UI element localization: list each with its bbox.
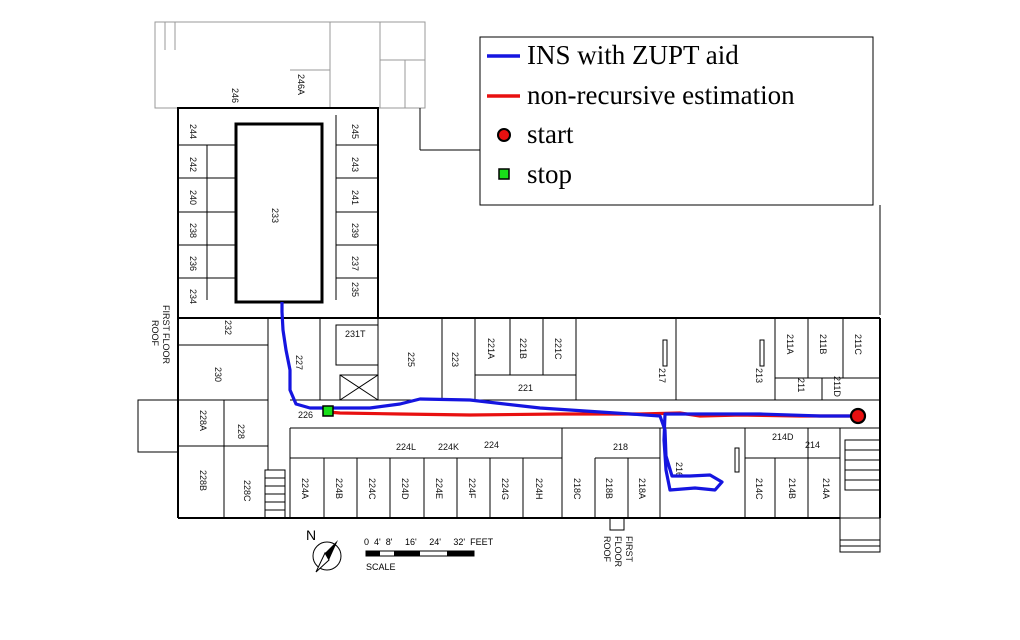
room-218c: 218C — [572, 478, 582, 500]
roof-bottom-line2: FLOOR — [613, 536, 623, 568]
room-224a: 224A — [300, 478, 310, 499]
scale-label: SCALE — [366, 562, 396, 572]
room-224l: 224L — [396, 442, 416, 452]
compass-circle — [312, 541, 342, 571]
room-224k: 224K — [438, 442, 459, 452]
legend-label-ins: INS with ZUPT aid — [527, 40, 739, 70]
legend-start-icon — [497, 128, 511, 142]
legend: INS with ZUPT aid non-recursive estimati… — [479, 36, 874, 206]
room-211b: 211B — [818, 334, 828, 354]
room-224b: 224B — [334, 478, 344, 499]
room-227: 227 — [294, 355, 304, 370]
roof-left-line2: FLOOR — [161, 333, 171, 365]
start-marker — [849, 407, 867, 425]
room-228c: 228C — [242, 480, 252, 502]
ins-zupt-trajectory — [280, 302, 858, 492]
compass-tail-icon — [315, 551, 330, 573]
room-238: 238 — [188, 223, 198, 238]
room-223: 223 — [450, 352, 460, 367]
room-228b: 228B — [198, 470, 208, 491]
room-228: 228 — [236, 424, 246, 439]
room-231t: 231T — [345, 329, 366, 339]
legend-box — [479, 36, 874, 206]
room-225: 225 — [406, 352, 416, 367]
scale-seg-1 — [366, 551, 380, 556]
room-218a: 218A — [637, 478, 647, 499]
west-wing-walls — [137, 318, 269, 519]
scale-bar: 0 4' 8' 16' 24' 32' FEET SCALE — [364, 537, 494, 572]
room-224c: 224C — [367, 478, 377, 500]
room-214c: 214C — [754, 478, 764, 500]
room-224d: 224D — [400, 478, 410, 500]
room-232: 232 — [223, 320, 233, 335]
first-floor-roof-bottom: FIRST FLOOR ROOF — [602, 536, 634, 568]
room-226: 226 — [298, 410, 313, 420]
room-239: 239 — [350, 223, 360, 238]
roof-left-line1: FIRST — [161, 305, 171, 332]
room-224f: 224F — [467, 478, 477, 499]
room-237: 237 — [350, 256, 360, 271]
legend-label-nonrecursive: non-recursive estimation — [527, 80, 795, 110]
roof-left-line3: ROOF — [150, 320, 160, 347]
room-221a: 221A — [486, 338, 496, 359]
room-214b: 214B — [787, 478, 797, 499]
stairs-and-exits — [264, 439, 881, 553]
room-224g: 224G — [500, 478, 510, 500]
room-235: 235 — [350, 282, 360, 297]
stop-marker — [322, 405, 334, 417]
room-221c: 221C — [553, 338, 563, 360]
room-241: 241 — [350, 190, 360, 205]
room-224: 224 — [484, 440, 499, 450]
room-236: 236 — [188, 256, 198, 271]
room-221b: 221B — [518, 338, 528, 359]
room-228a: 228A — [198, 410, 208, 431]
room-218b: 218B — [604, 478, 614, 499]
scale-seg-3 — [447, 551, 474, 556]
room-211c: 211C — [853, 334, 863, 355]
room-230: 230 — [213, 367, 223, 382]
room-214: 214 — [805, 440, 820, 450]
room-246a: 246A — [296, 74, 306, 95]
scale-ticks: 0 4' 8' 16' 24' 32' FEET — [364, 537, 494, 547]
legend-stop-icon — [498, 168, 510, 180]
compass-needle-icon — [325, 540, 338, 560]
room-221: 221 — [518, 383, 533, 393]
room-211a: 211A — [785, 334, 795, 354]
scale-seg-2 — [394, 551, 420, 556]
room-214a: 214A — [821, 478, 831, 499]
north-wing-walls — [177, 107, 379, 319]
room-214d: 214D — [772, 432, 794, 442]
roof-bottom-line1: FIRST — [624, 536, 634, 563]
north-arrow: N — [306, 527, 342, 573]
first-floor-roof-left: FIRST FLOOR ROOF — [150, 305, 171, 365]
legend-label-stop: stop — [527, 159, 572, 189]
room-217: 217 — [657, 368, 667, 383]
lower-room-partitions — [323, 339, 841, 518]
room-234: 234 — [188, 289, 198, 304]
room-245: 245 — [350, 124, 360, 139]
legend-label-start: start — [527, 119, 574, 149]
upper-building-outline — [154, 21, 426, 109]
room-211d: 211D — [832, 376, 842, 397]
room-242: 242 — [188, 157, 198, 172]
room-243: 243 — [350, 157, 360, 172]
room-216: 216 — [674, 462, 684, 477]
room-224e: 224E — [434, 478, 444, 499]
room-240: 240 — [188, 190, 198, 205]
roof-bottom-line3: ROOF — [602, 536, 612, 563]
room-labels: 246 246A 244 242 240 238 236 234 245 243… — [188, 74, 863, 502]
room-246: 246 — [230, 88, 240, 103]
upper-room-partitions — [319, 318, 880, 401]
room-218: 218 — [613, 442, 628, 452]
main-wing-walls — [265, 317, 881, 519]
room-211: 211 — [796, 378, 806, 392]
north-label: N — [306, 527, 316, 543]
room-213: 213 — [754, 368, 764, 383]
room-244: 244 — [188, 124, 198, 139]
room-224h: 224H — [534, 478, 544, 500]
room-233: 233 — [270, 208, 280, 223]
